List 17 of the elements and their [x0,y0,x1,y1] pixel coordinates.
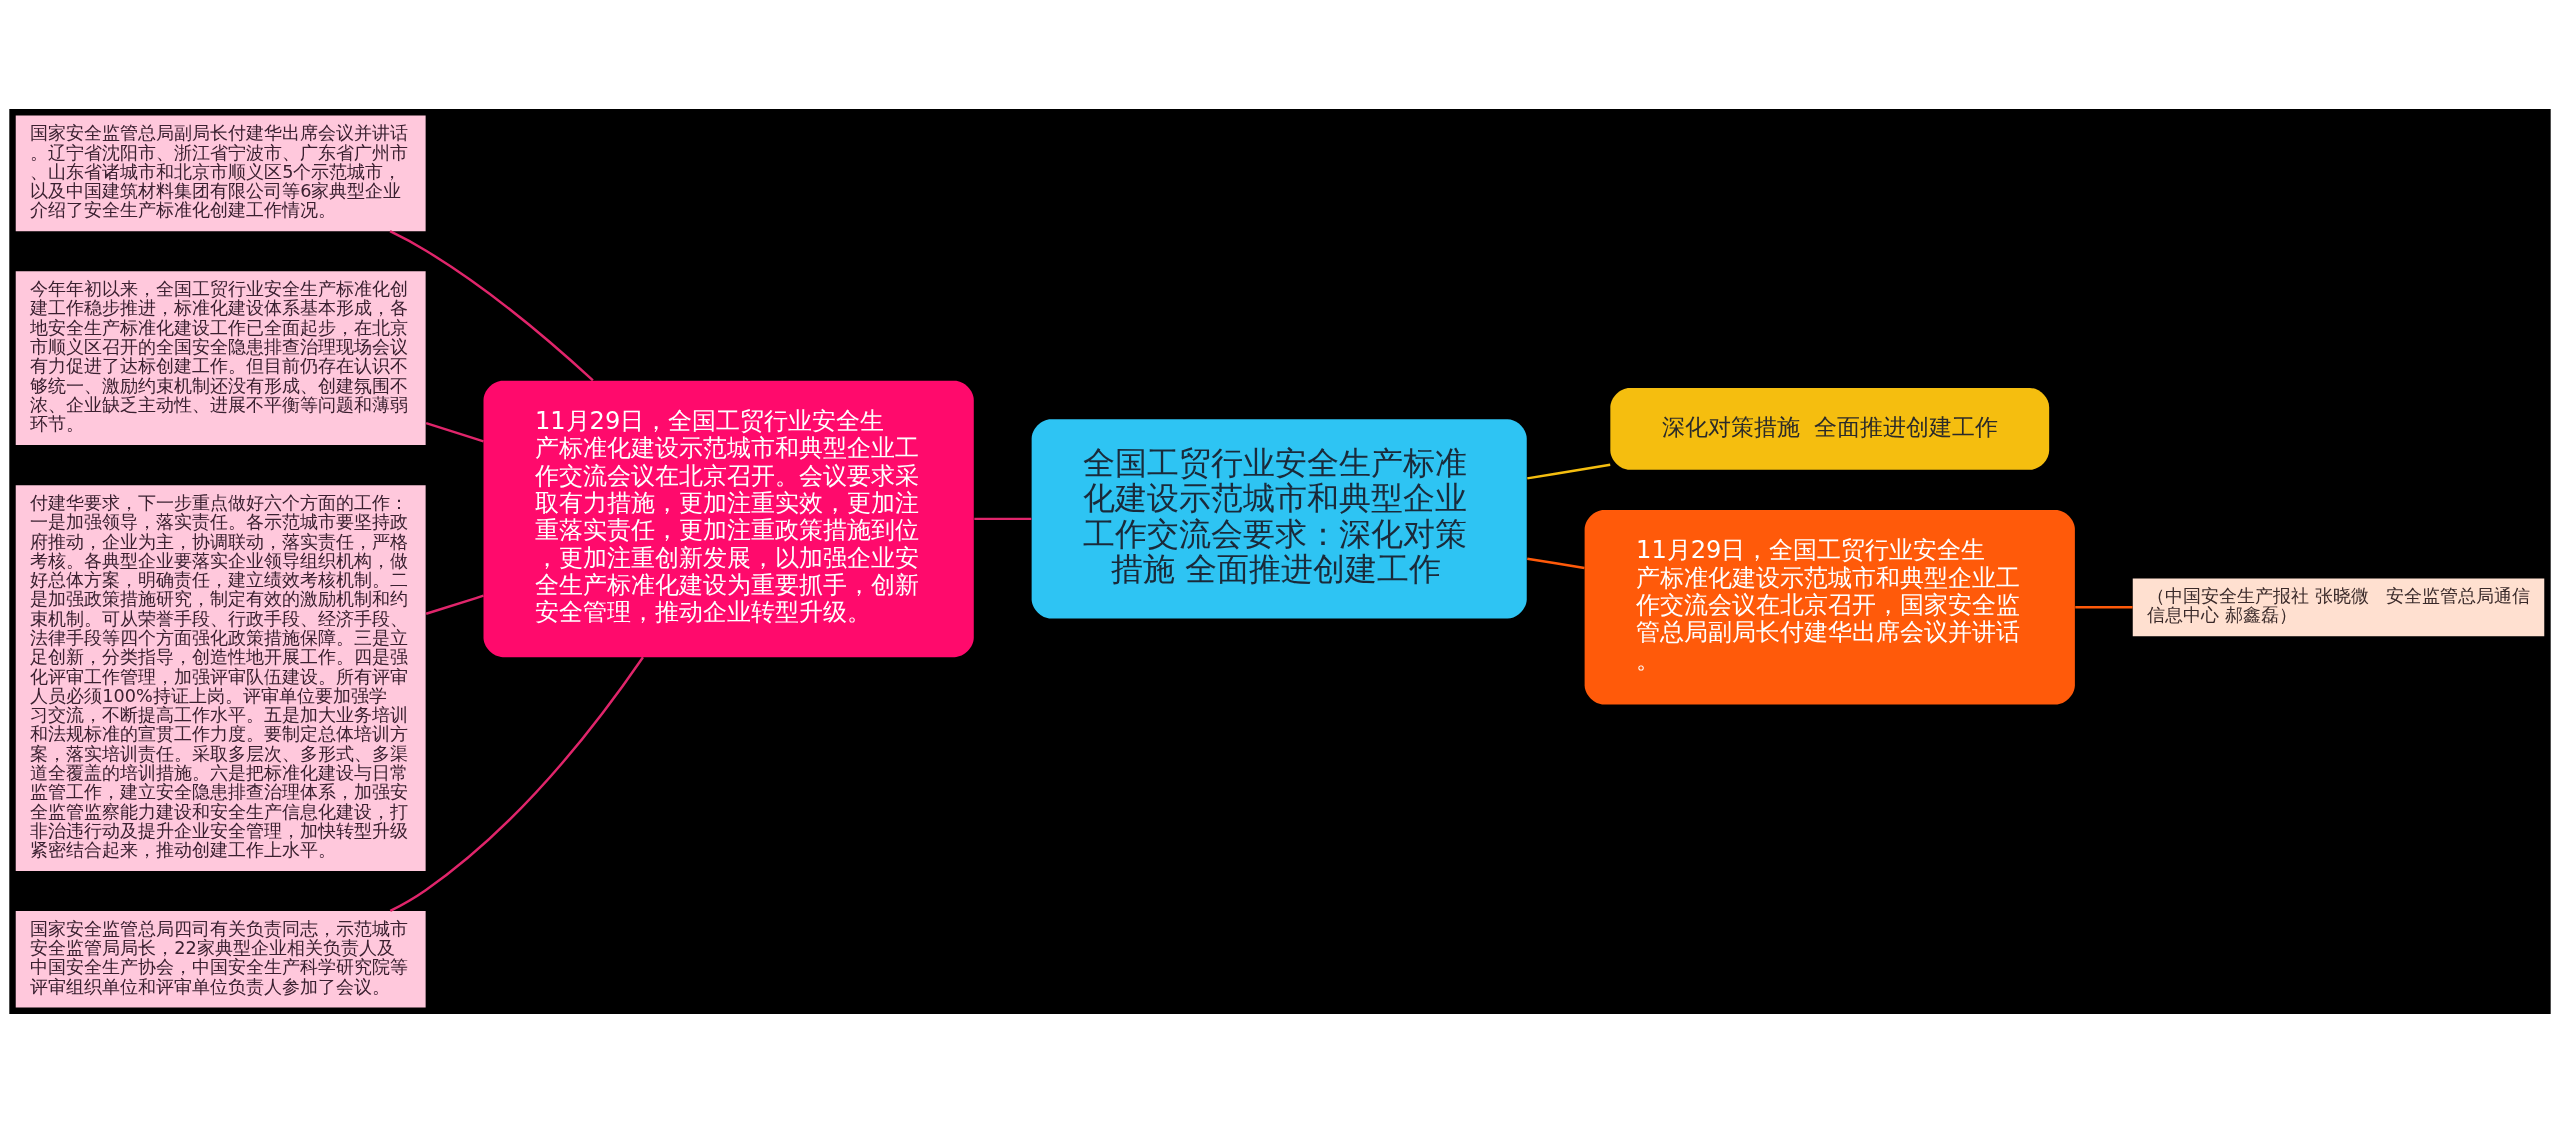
connector [974,517,1032,520]
connector [1527,557,1585,569]
connector [389,229,594,381]
node-box: 国家安全监管总局副局长付建华出席会议并讲话。辽宁省沈阳市、浙江省宁波市、广东省广州市、山东省诸城市和北京市顺义区5个示范城市，以及中国建筑材料集团有限公司等6家典型企业介绍了安全生产标准化创建工作情况。 [15,114,426,231]
connector [1527,463,1611,480]
node-box: 国家安全监管总局四司有关负责同志，示范城市安全监管局局长，22家典型企业相关负责人及中国安全生产协会，中国安全生产科学研究院等评审组织单位和评审单位负责人参加了会议。 [15,910,426,1008]
node-box: 深化对策措施 全面推进创建工作 [1610,387,2050,470]
node-box: 付建华要求，下一步重点做好六个方面的工作：一是加强领导，落实责任。各示范城市要坚持政府推动，企业为主，协调联动，落实责任，严格考核。各典型企业要落实企业领导组织机构，做好总体方案，明确责任，建立绩效考核机制。二是加强政策措施研究，制定有效的激励机制和约束机制。可从荣誉手段、行政手段、经济手段、法律手段等四个方面强化政策措施保障。三是立足创新，分类指导，创造性地开展工作。四是强化评审工作管理，加强评审队伍建设。所有评审人员必须100%持证上岗。评审单位要加强学习交流，不断提高工作水平。五是加大业务培训和法规标准的宣贯工作力度。要制定总体培训方案，落实培训责任。采取多层次、多形式、多渠道全覆盖的培训措施。六是把标准化建设与日常监管工作，建立安全隐患排查治理体系，加强安全监管监察能力建设和安全生产信息化建设，打非治违行动及提升企业安全管理，加快转型升级紧密结合起来，推动创建工作上水平。 [15,484,426,871]
connector [389,656,644,912]
node-box: （中国安全生产报社 张晓微 安全监管总局通信信息中心 郝鑫磊） [2132,577,2545,636]
connector [425,594,484,615]
connector [2075,605,2133,608]
node-box: 今年年初以来，全国工贸行业安全生产标准化创建工作稳步推进，标准化建设体系基本形成，各地安全生产标准化建设工作已全面起步，在北京市顺义区召开的全国安全隐患排查治理现场会议有力促进了达标创建工作。但目前仍存在认识不够统一、激励约束机制还没有形成、创建氛围不浓、企业缺乏主动性、进展不平衡等问题和薄弱环节。 [15,270,426,445]
connector [425,421,484,442]
node-box: 11月29日，全国工贸行业安全生产标准化建设示范城市和典型企业工作交流会议在北京召开。会议要求采取有力措施，更加注重实效，更加注重落实责任，更加注重政策措施到位，更加注重创新发展，以加强企业安全生产标准化建设为重要抓手，创新安全管理，推动企业转型升级。 [483,380,974,657]
node-box: 全国工贸行业安全生产标准化建设示范城市和典型企业工作交流会要求：深化对策措施 全面推进创建工作 [1031,418,1527,619]
node-box: 11月29日，全国工贸行业安全生产标准化建设示范城市和典型企业工作交流会议在北京召开，国家安全监管总局副局长付建华出席会议并讲话。 [1584,509,2075,705]
